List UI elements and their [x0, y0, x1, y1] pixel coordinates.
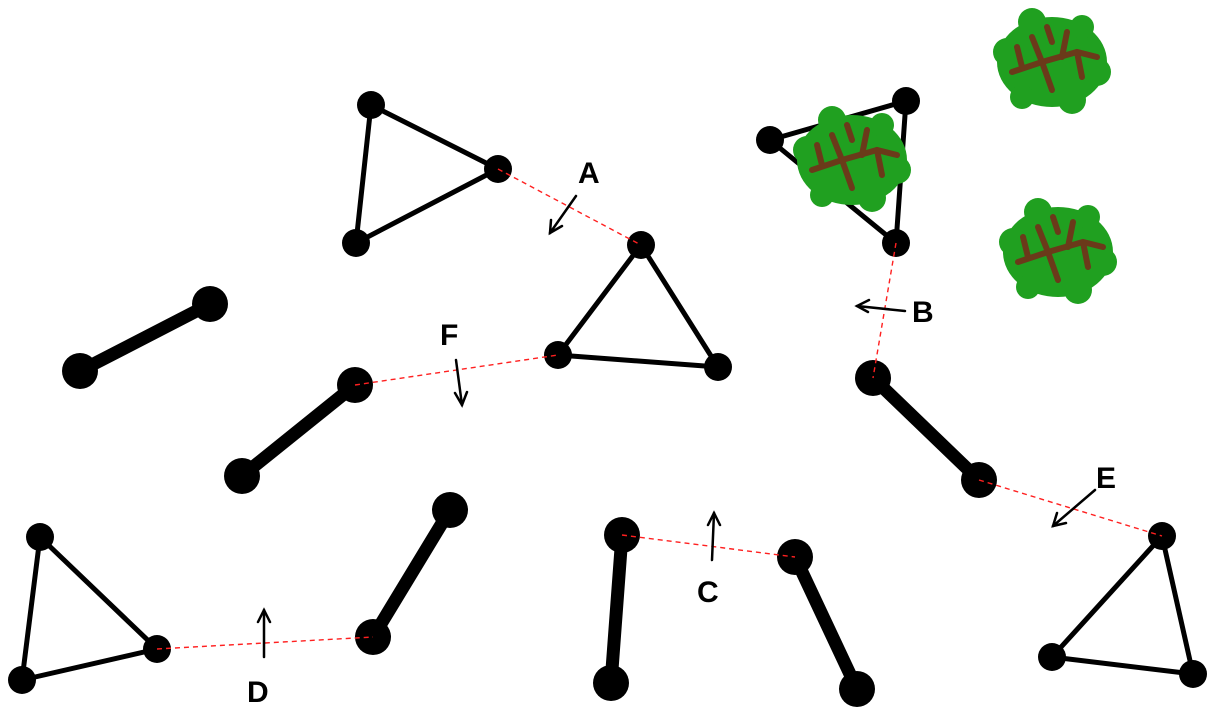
arrow-d: [256, 607, 272, 659]
link-c: [621, 534, 796, 558]
arrow-c: [706, 510, 722, 562]
tree-icon: [999, 198, 1117, 304]
arrow-e: [1051, 488, 1097, 528]
label-f: F: [440, 319, 458, 352]
triangle-center: [544, 231, 732, 381]
link-b: [872, 242, 897, 379]
bar-bottom-center-b: [777, 539, 875, 707]
label-c: C: [697, 576, 719, 609]
arrow-a: [548, 194, 578, 236]
bar-right: [855, 360, 997, 498]
label-b: B: [912, 296, 934, 329]
label-e: E: [1096, 462, 1116, 495]
tree-icon: [993, 8, 1111, 114]
bar-bottom-center-left: [355, 492, 468, 655]
triangle-top-left: [342, 91, 512, 257]
link-e: [978, 479, 1163, 537]
arrows: [256, 194, 1097, 659]
arrow-b: [854, 298, 907, 314]
bar-bottom-center-a: [593, 517, 640, 701]
triangle-bottom-right: [1038, 522, 1207, 688]
tree-icon: [793, 106, 911, 212]
bar-middle-left: [224, 367, 373, 494]
arrow-f: [453, 358, 469, 408]
bar-left: [62, 286, 228, 389]
triangle-bottom-left: [8, 523, 171, 694]
label-a: A: [578, 157, 600, 190]
label-d: D: [247, 676, 269, 708]
